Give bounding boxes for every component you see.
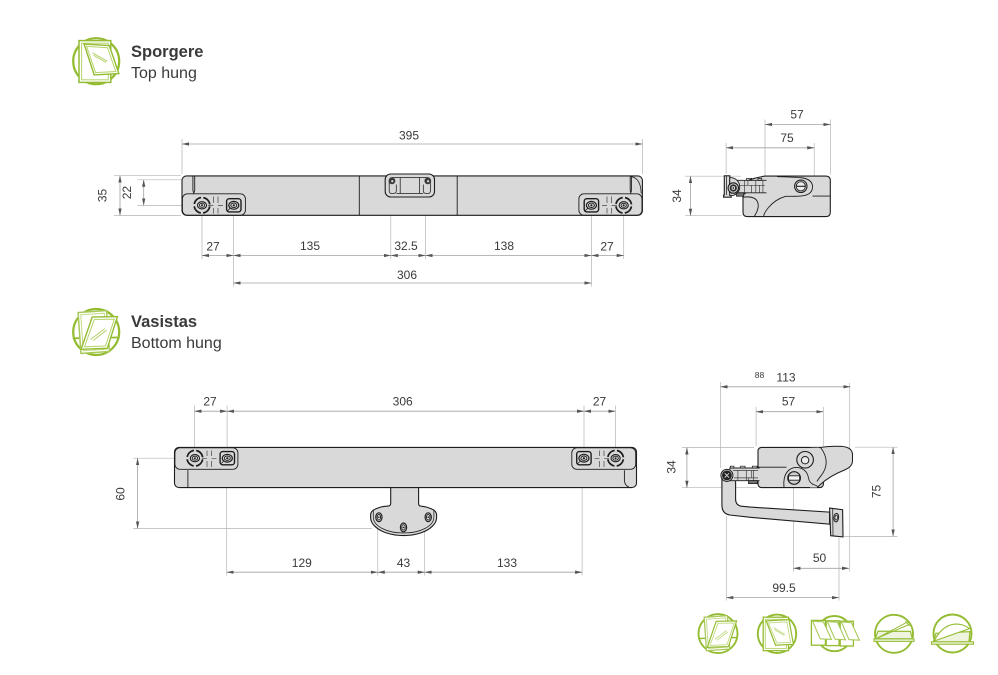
svg-text:99.5: 99.5: [772, 581, 796, 595]
svg-text:Vasistas: Vasistas: [131, 313, 197, 331]
svg-text:34: 34: [670, 189, 684, 203]
svg-text:88: 88: [755, 370, 765, 380]
svg-text:75: 75: [780, 131, 794, 145]
svg-text:57: 57: [782, 395, 796, 409]
svg-text:129: 129: [292, 556, 312, 570]
svg-text:50: 50: [813, 551, 827, 565]
svg-text:135: 135: [300, 239, 320, 253]
svg-text:395: 395: [399, 129, 419, 143]
svg-text:27: 27: [593, 395, 607, 409]
svg-text:60: 60: [114, 487, 128, 501]
svg-text:Sporgere: Sporgere: [131, 43, 203, 61]
svg-text:Top hung: Top hung: [131, 65, 197, 82]
svg-text:133: 133: [497, 556, 517, 570]
svg-text:27: 27: [206, 240, 220, 254]
svg-text:43: 43: [397, 556, 411, 570]
svg-text:27: 27: [203, 395, 217, 409]
svg-text:27: 27: [600, 240, 614, 254]
svg-text:35: 35: [96, 189, 110, 203]
svg-text:75: 75: [870, 485, 884, 499]
svg-text:306: 306: [397, 268, 417, 282]
svg-text:57: 57: [790, 108, 804, 122]
svg-text:32.5: 32.5: [394, 239, 418, 253]
svg-text:138: 138: [494, 239, 514, 253]
svg-text:113: 113: [776, 371, 795, 385]
svg-text:22: 22: [120, 186, 134, 200]
svg-text:Bottom hung: Bottom hung: [131, 335, 222, 352]
svg-text:34: 34: [665, 460, 679, 474]
svg-text:306: 306: [393, 395, 413, 409]
